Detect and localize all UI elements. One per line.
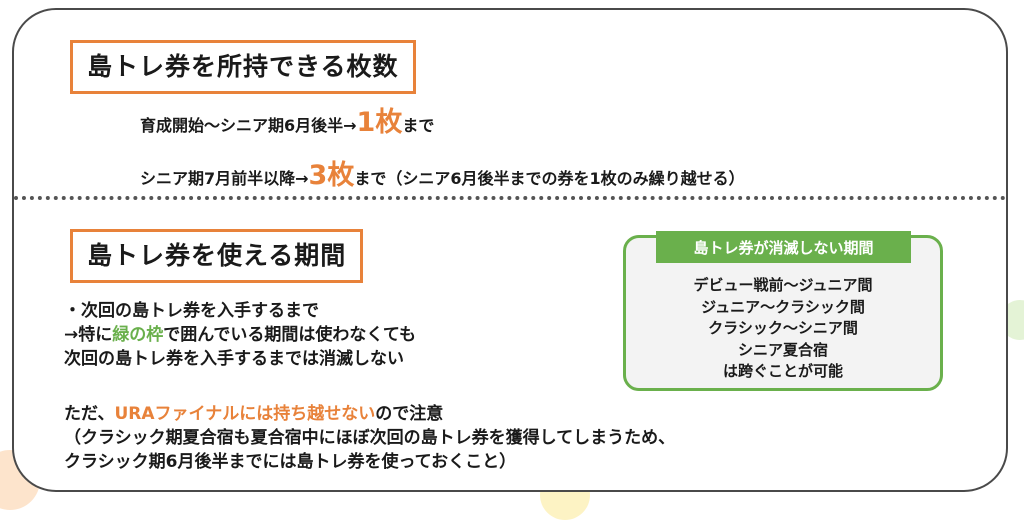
period-item: は跨ぐことが可能 [722,362,843,380]
non-expiring-periods-list: デビュー戦前～ジュニア間 ジュニア～クラシック間 クラシック～シニア間 シニア夏… [626,275,940,383]
line1-suffix: まで [402,116,435,135]
green-frame-highlight: 緑の枠 [112,325,164,345]
usage-paragraph: ・次回の島トレ券を入手するまで →特に緑の枠で囲んでいる期間は使わなくても 次回… [64,299,416,371]
non-expiring-periods-title: 島トレ券が消滅しない期間 [656,231,911,263]
section-heading-usable-period: 島トレ券を使える期間 [70,229,364,283]
caution-line-1: ただ、URAファイナルには持ち越せないので注意 [64,404,444,424]
usage-bullet-1: ・次回の島トレ券を入手するまで [64,301,319,321]
period-item: ジュニア～クラシック間 [701,297,865,316]
period-item: シニア夏合宿 [737,340,828,359]
ticket-count-line-1: 育成開始～シニア期6月後半→1枚まで [140,100,434,139]
caution-paragraph: ただ、URAファイナルには持ち越せないので注意 （クラシック期夏合宿も夏合宿中に… [64,402,675,474]
caution-line-3: クラシック期6月後半までには島トレ券を使っておくこと） [64,452,517,472]
line2-suffix: まで（シニア6月後半までの券を1枚のみ繰り越せる） [354,169,745,188]
line1-prefix: 育成開始～シニア期6月後半→ [140,116,357,135]
non-expiring-periods-box: 島トレ券が消滅しない期間 デビュー戦前～ジュニア間 ジュニア～クラシック間 クラ… [623,231,943,391]
usage-bullet-3: 次回の島トレ券を入手するまでは消滅しない [64,349,404,369]
section-heading-ticket-count: 島トレ券を所持できる枚数 [70,40,416,94]
info-card: 島トレ券を所持できる枚数 育成開始～シニア期6月後半→1枚まで シニア期7月前半… [12,8,1008,492]
line1-count: 1枚 [356,107,403,138]
period-item: デビュー戦前～ジュニア間 [693,276,873,294]
ura-final-highlight: URAファイナルには持ち越せない [114,404,376,424]
caution-line-2: （クラシック期夏合宿も夏合宿中にほぼ次回の島トレ券を獲得してしまうため、 [64,428,676,448]
dotted-divider [14,196,1006,200]
line2-count: 3枚 [308,160,355,191]
usage-bullet-2: →特に緑の枠で囲んでいる期間は使わなくても [64,325,417,345]
ticket-count-line-2: シニア期7月前半以降→3枚まで（シニア6月後半までの券を1枚のみ繰り越せる） [140,153,745,192]
period-item: クラシック～シニア間 [708,319,858,337]
line2-prefix: シニア期7月前半以降→ [140,169,309,188]
